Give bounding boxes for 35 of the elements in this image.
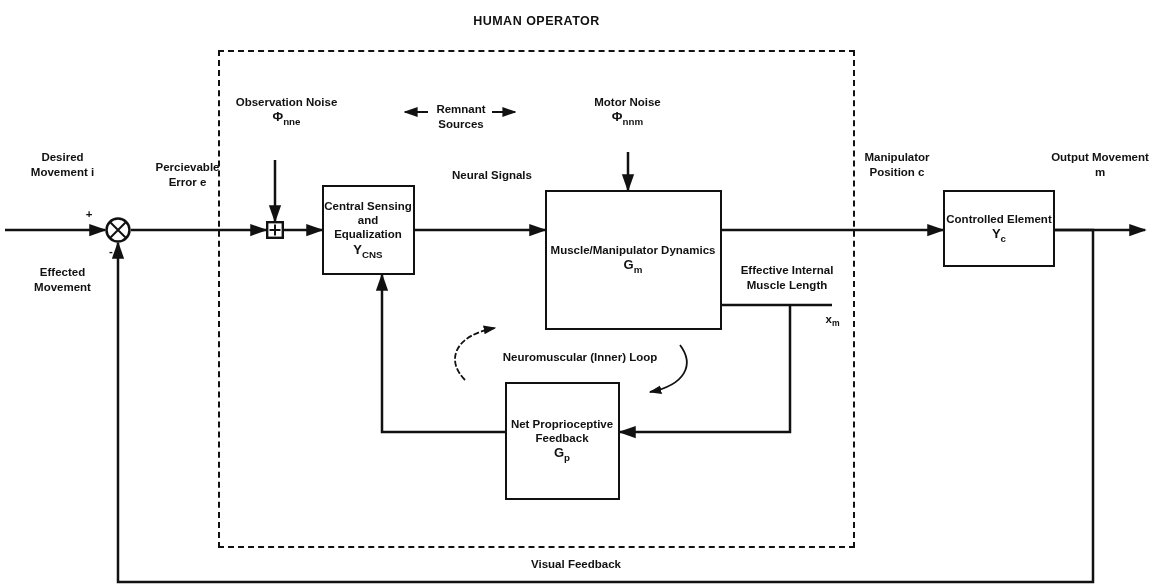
signal-arrow bbox=[111, 228, 1095, 584]
process-box bbox=[544, 189, 722, 330]
signal-label: Effected Movement bbox=[33, 265, 92, 295]
edge-label: Neural Signals bbox=[452, 168, 532, 183]
edge-label: Manipulator Position c bbox=[863, 150, 931, 180]
process-box bbox=[321, 184, 415, 275]
block-label: Motor Noise bbox=[594, 94, 661, 110]
block-label: Net Proprioceptive Feedback bbox=[509, 416, 615, 446]
sign-label: + bbox=[84, 207, 94, 222]
signal-arrow bbox=[268, 160, 282, 223]
signal-arrow bbox=[131, 223, 268, 237]
edge-label: Effective Internal Muscle Length bbox=[739, 263, 835, 293]
signal-arrow bbox=[722, 223, 945, 237]
boundary-heading: HUMAN OPERATOR bbox=[472, 14, 601, 28]
signal-arrow bbox=[621, 152, 635, 192]
block-label: Observation Noise bbox=[235, 94, 338, 110]
signal-arrow bbox=[618, 303, 834, 439]
signal-arrow bbox=[375, 273, 505, 434]
process-box bbox=[943, 190, 1055, 267]
edge-label: Output Movement m bbox=[1050, 150, 1150, 180]
transfer-function: Y$_{c}$ bbox=[991, 226, 1007, 246]
signal-label: x$_{m}$ bbox=[824, 312, 841, 330]
block-label: Muscle/Manipulator Dynamics bbox=[550, 242, 716, 258]
sign-label: - bbox=[108, 244, 114, 259]
transfer-function: G$_{m}$ bbox=[623, 257, 643, 277]
block-label: Controlled Element bbox=[946, 211, 1052, 227]
edge-label: Percievable Error e bbox=[154, 160, 221, 190]
block-label: Central Sensing and Equalization bbox=[323, 198, 413, 242]
note-label: Neuromuscular (Inner) Loop bbox=[501, 350, 659, 365]
edge-label: Desired Movement i bbox=[29, 150, 96, 180]
transfer-function: G$_{p}$ bbox=[553, 445, 571, 465]
note-label: Remnant Sources bbox=[435, 102, 487, 132]
transfer-function: Y$_{CNS}$ bbox=[353, 241, 383, 261]
process-box bbox=[504, 381, 620, 500]
signal-arrow bbox=[5, 223, 107, 237]
